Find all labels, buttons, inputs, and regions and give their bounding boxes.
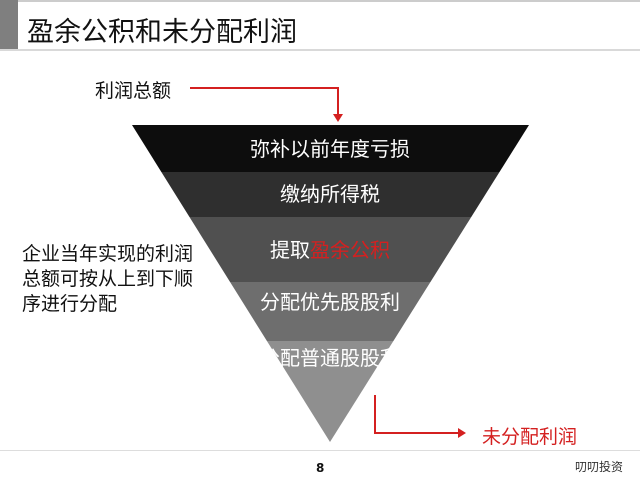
band-label-2: 缴纳所得税 [280,182,380,206]
brand-label: 叨叨投资 [575,460,624,474]
arrow-to-undistributed [374,395,466,438]
arrow-profit-to-funnel [190,87,343,122]
side-note: 企业当年实现的利润总额可按从上到下顺序进行分配 [22,243,194,315]
slide-title: 盈余公积和未分配利润 [27,17,297,48]
band-label-3-prefix: 提取 [270,238,310,262]
band-label-1: 弥补以前年度亏损 [250,137,410,161]
band-label-3: 提取盈余公积 [180,238,480,263]
top-border [0,0,640,2]
page-number: 8 [316,461,325,475]
title-divider [0,49,640,51]
title-accent-bar [0,0,18,50]
undistributed-profit-label: 未分配利润 [482,426,578,448]
funnel-band-1 [132,125,529,172]
funnel-band-2 [132,172,529,217]
profit-total-label: 利润总额 [95,80,172,102]
band-label-3-highlight: 盈余公积 [310,238,390,262]
band-label-5: 分配普通股股利 [260,346,400,370]
footer-divider [0,450,640,451]
band-label-4: 分配优先股股利 [260,290,400,314]
